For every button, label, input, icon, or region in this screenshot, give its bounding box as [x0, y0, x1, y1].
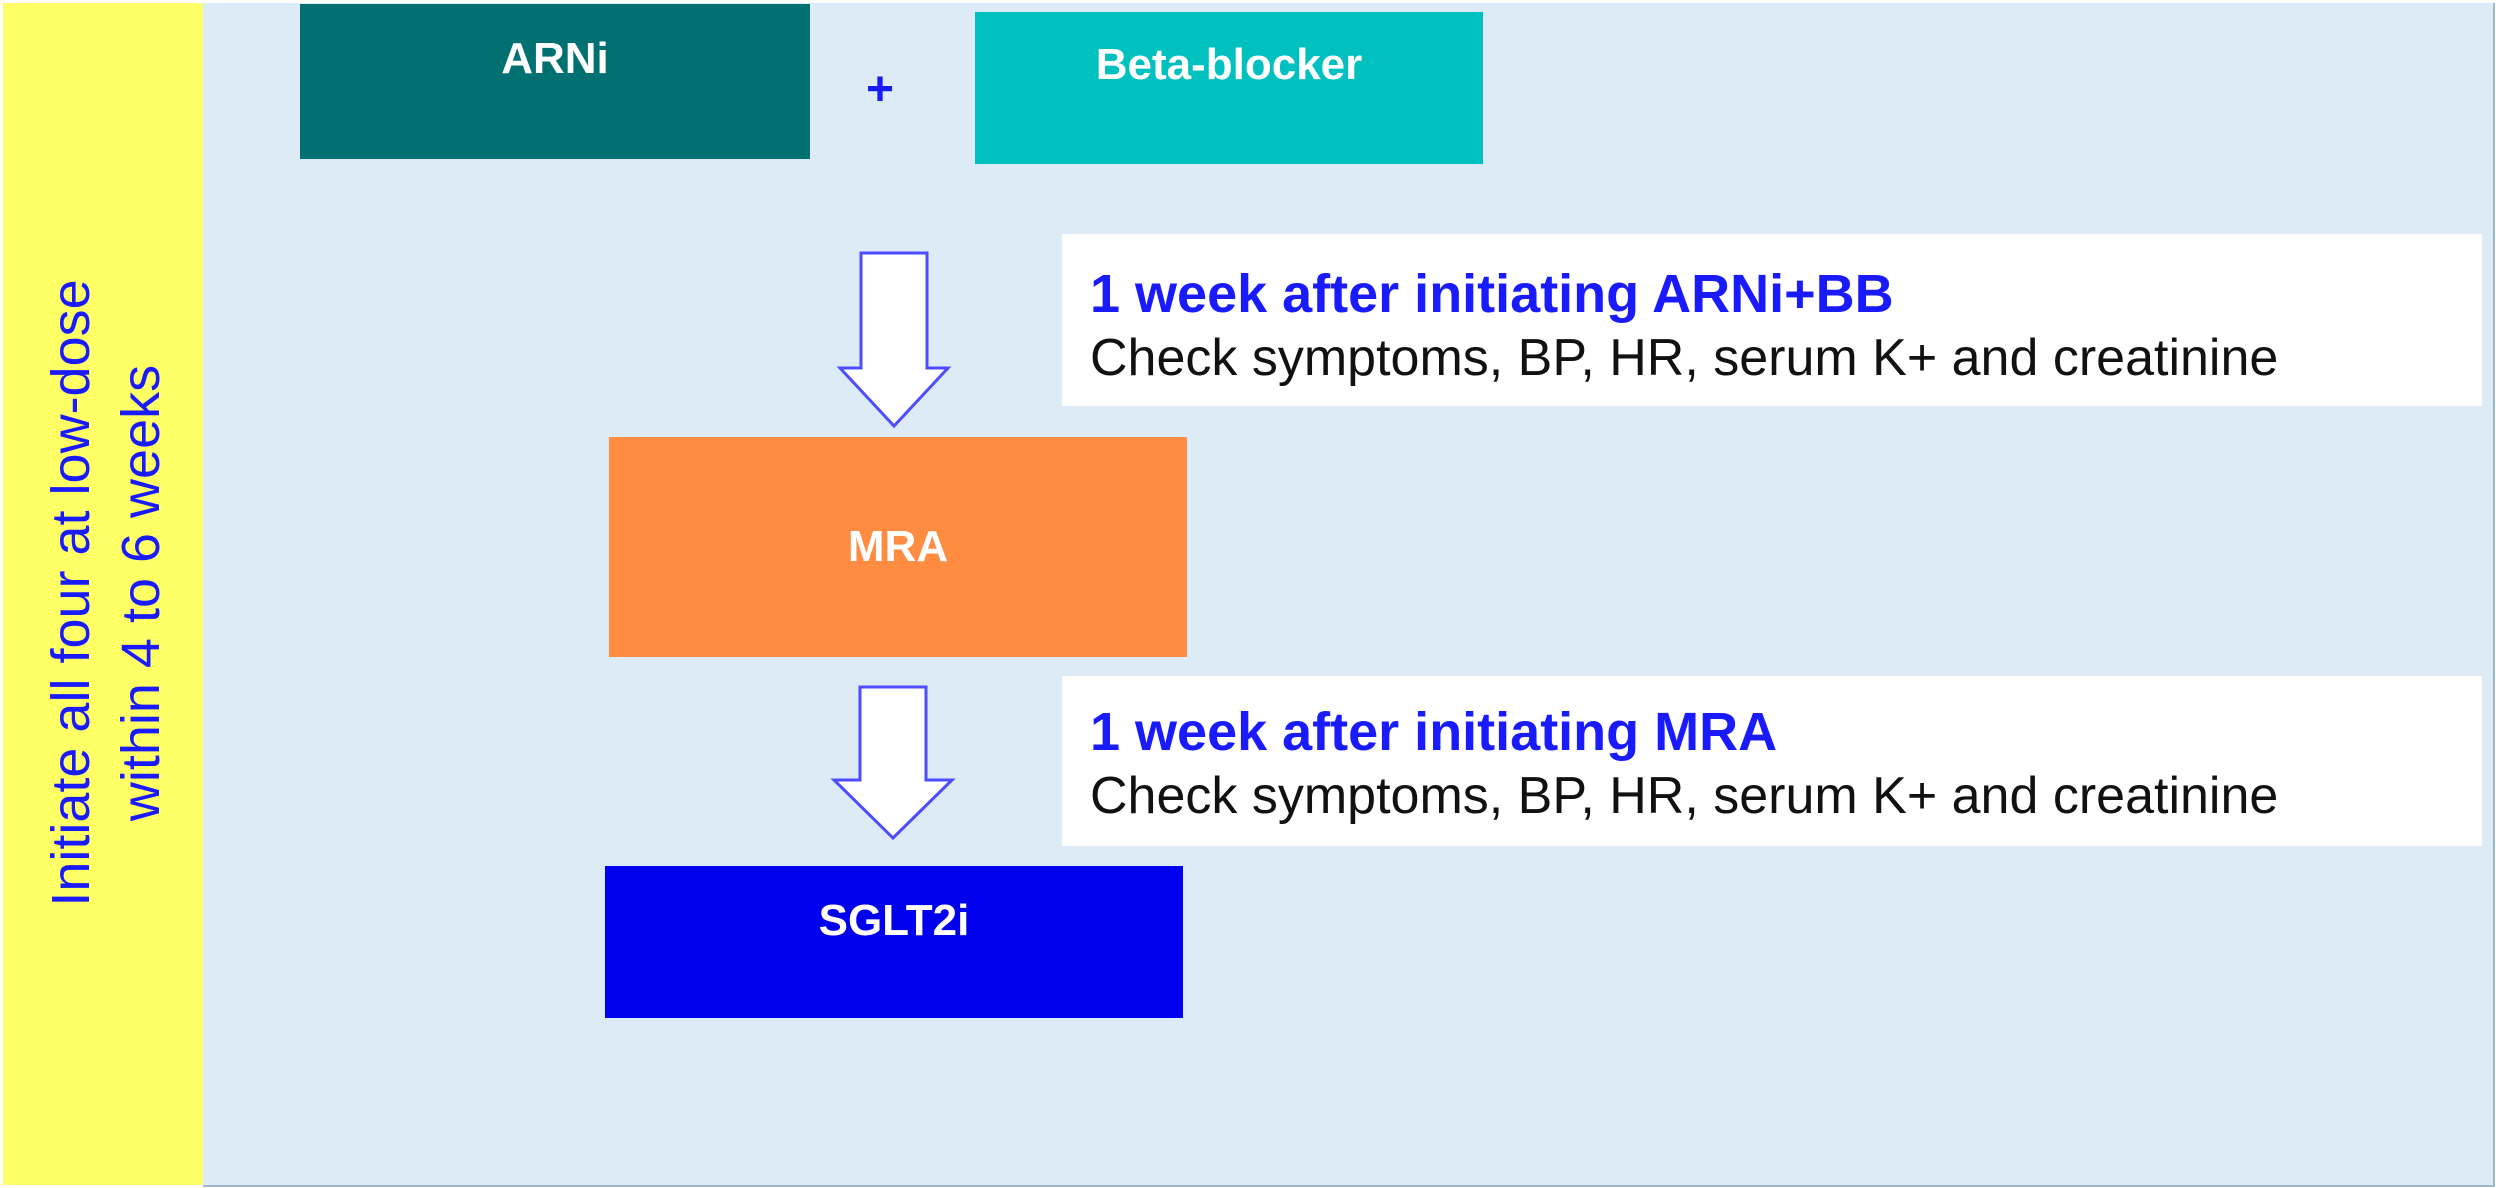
sglt2i-label: SGLT2i: [818, 896, 970, 945]
sidebar-caption-line-1: Initiate all four at low-dose: [41, 279, 101, 907]
step-note-heading: 1 week after initiating ARNi+BB: [1090, 264, 1894, 324]
mra-label: MRA: [847, 522, 949, 571]
step-note-body: Check symptoms, BP, HR, serum K+ and cre…: [1090, 329, 2279, 387]
down-arrow-icon: [836, 251, 952, 429]
sidebar-caption-line-2: within 4 to 6 weeks: [111, 364, 171, 822]
step-note-arni-bb: 1 week after initiating ARNi+BB Check sy…: [1062, 234, 2482, 406]
flow-panel: [203, 3, 2495, 1187]
arni-label: ARNi: [501, 34, 609, 83]
sidebar-banner: Initiate all four at low-dose within 4 t…: [3, 3, 203, 1185]
down-arrow-icon: [830, 685, 956, 841]
arni-box: ARNi: [300, 4, 810, 159]
sglt2i-box: SGLT2i: [605, 866, 1183, 1018]
beta-blocker-label: Beta-blocker: [1095, 40, 1363, 89]
sidebar-caption: Initiate all four at low-dose within 4 t…: [36, 43, 176, 1143]
plus-connector: +: [866, 63, 895, 116]
mra-box: MRA: [609, 437, 1187, 657]
beta-blocker-box: Beta-blocker: [975, 12, 1483, 164]
step-note-heading: 1 week after initiating MRA: [1090, 702, 1778, 762]
step-note-body: Check symptoms, BP, HR, serum K+ and cre…: [1090, 767, 2279, 825]
step-note-mra: 1 week after initiating MRA Check sympto…: [1062, 676, 2482, 846]
